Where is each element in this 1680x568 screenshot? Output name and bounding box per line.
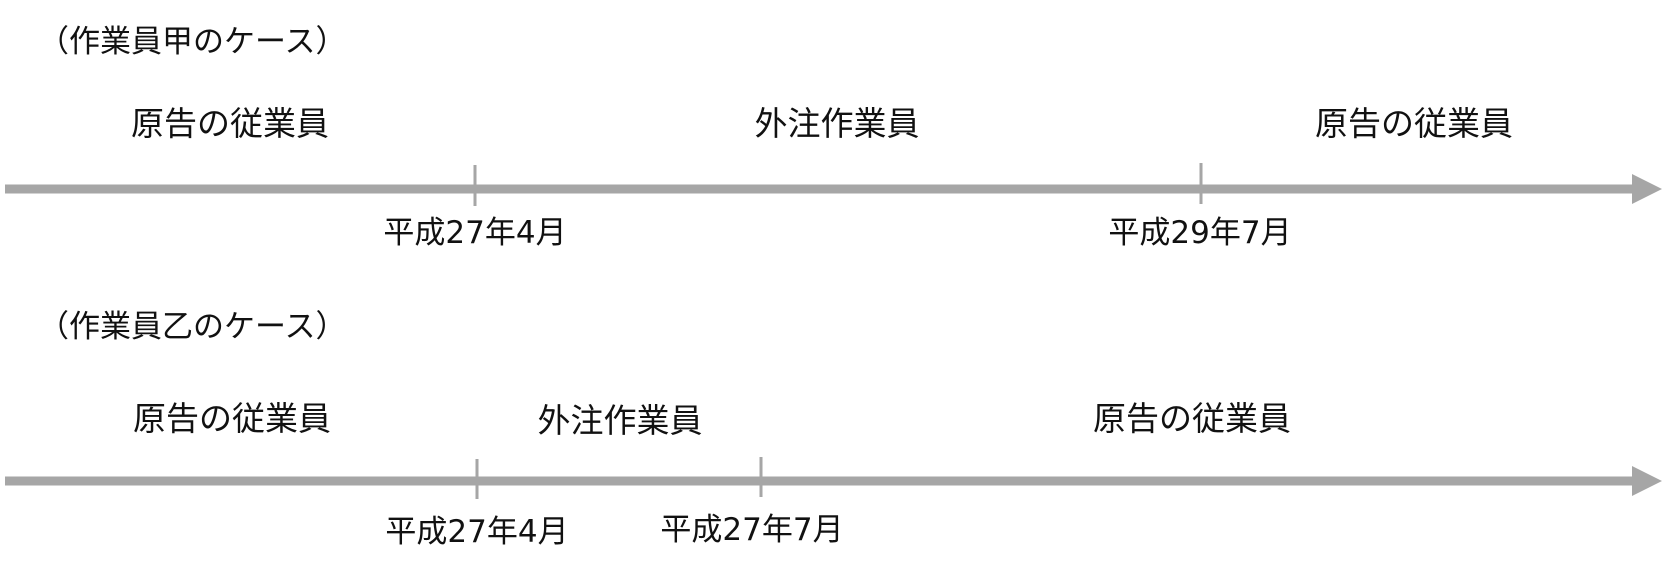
date-label-end: 平成27年7月	[660, 512, 844, 548]
timeline-graphic	[5, 457, 1662, 499]
period-label-outsourced: 外注作業員	[754, 104, 920, 143]
period-label-employee-after: 原告の従業員	[1093, 399, 1291, 438]
period-label-outsourced: 外注作業員	[537, 401, 703, 440]
case-title: （作業員乙のケース）	[38, 309, 347, 345]
period-label-employee-after: 原告の従業員	[1315, 104, 1513, 143]
timeline-arrowhead	[1632, 174, 1662, 204]
timeline-case-otsu: （作業員乙のケース） 原告の従業員 外注作業員 原告の従業員 平成27年4月 平…	[0, 284, 1680, 568]
period-label-employee-before: 原告の従業員	[131, 104, 329, 143]
timeline-case-ko: （作業員甲のケース） 原告の従業員 外注作業員 原告の従業員 平成27年4月 平…	[5, 24, 1662, 251]
date-label-start: 平成27年4月	[385, 514, 569, 550]
case-title: （作業員甲のケース）	[38, 24, 347, 60]
date-label-start: 平成27年4月	[383, 215, 567, 251]
date-label-end: 平成29年7月	[1108, 215, 1292, 251]
period-label-employee-before: 原告の従業員	[133, 399, 331, 438]
timeline-arrowhead	[1632, 466, 1662, 496]
timeline-graphic	[5, 163, 1662, 206]
